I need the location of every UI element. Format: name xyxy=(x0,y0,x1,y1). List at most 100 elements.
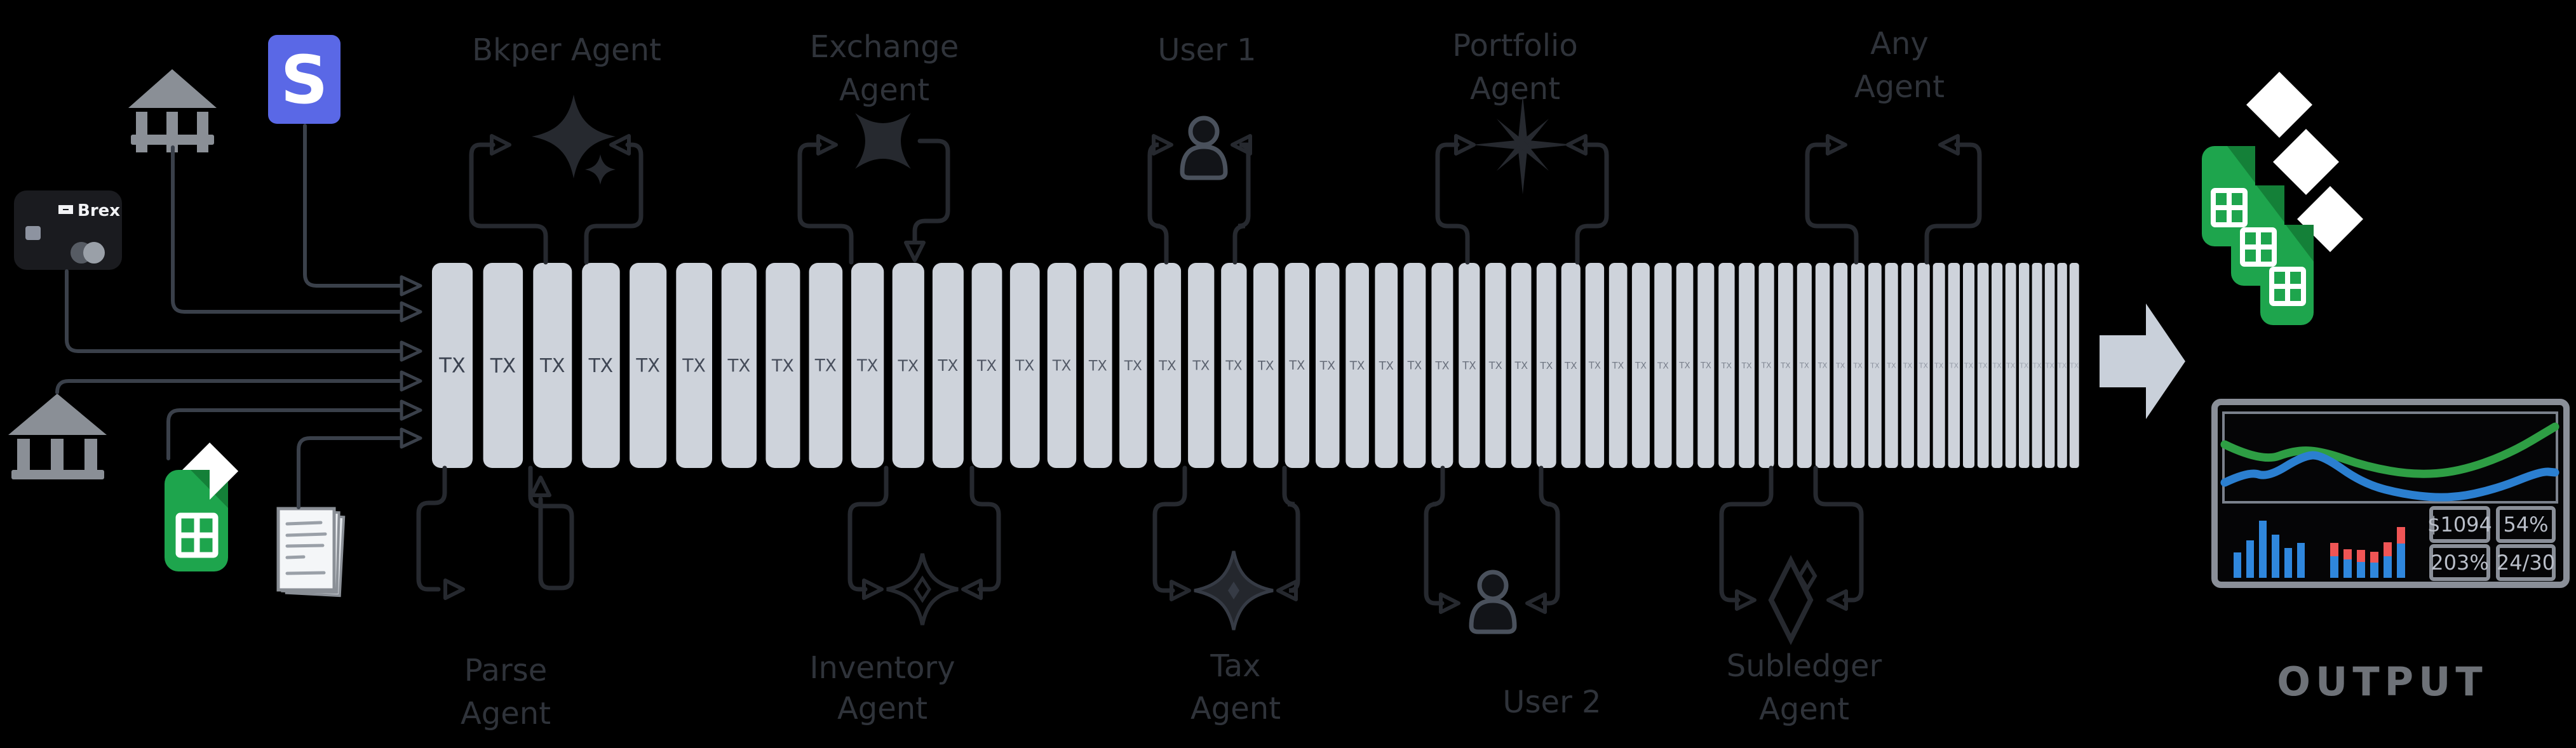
brex-card-icon: Brex xyxy=(14,190,122,270)
tx-card-label: TX xyxy=(2069,361,2079,370)
tx-card xyxy=(1585,263,1605,468)
tx-card-label: TX xyxy=(1678,361,1690,371)
tx-card xyxy=(1536,263,1556,468)
tx-card-label: TX xyxy=(438,354,465,378)
stripe-icon: S xyxy=(268,35,341,124)
subledger-agent-label: Agent xyxy=(1759,691,1849,727)
connector-arrowhead xyxy=(1439,592,1460,614)
bar-stacked-red xyxy=(2343,549,2352,559)
tx-card-label: TX xyxy=(1870,361,1880,370)
tx-card-label: TX xyxy=(1052,358,1072,375)
parse-agent-label: Parse xyxy=(464,653,547,688)
connector-arrowhead xyxy=(1152,134,1173,156)
tx-card xyxy=(1758,263,1774,468)
tx-card xyxy=(1188,263,1215,468)
bar-blue xyxy=(2272,535,2279,578)
tx-card xyxy=(1119,263,1147,468)
tx-card xyxy=(1676,263,1694,468)
tx-card-label: TX xyxy=(1257,358,1274,373)
input-line-stripe xyxy=(303,124,402,288)
tax-agent-icon xyxy=(1194,551,1274,631)
tx-card xyxy=(1631,263,1650,468)
connector-arrowhead xyxy=(862,578,884,600)
agent-connector xyxy=(1813,465,1864,603)
sheets-input-icon xyxy=(165,443,238,571)
tx-card xyxy=(483,263,523,468)
tx-card-label: TX xyxy=(635,355,660,377)
tx-card xyxy=(1932,263,1945,468)
tx-card xyxy=(1697,263,1715,468)
tx-card-label: TX xyxy=(1379,359,1394,373)
tx-card xyxy=(892,263,924,468)
tx-card xyxy=(1375,263,1398,468)
bar-stacked-red xyxy=(2357,550,2365,562)
tx-card-label: TX xyxy=(2057,361,2067,370)
bar-stacked-red xyxy=(2384,542,2392,556)
tx-card-label: TX xyxy=(1564,360,1577,371)
tx-card-label: TX xyxy=(771,356,794,376)
tx-card xyxy=(1316,263,1340,468)
tx-card xyxy=(1833,263,1848,468)
tx-card-label: TX xyxy=(1817,361,1828,370)
big-arrow-icon xyxy=(2100,304,2185,419)
agent-connector xyxy=(1805,142,1859,265)
bar-blue xyxy=(2284,548,2292,578)
agent-connector xyxy=(416,465,447,592)
stripe-letter: S xyxy=(281,41,328,119)
tx-card-label: TX xyxy=(1835,361,1845,370)
agent-connector xyxy=(584,142,644,265)
connector-arrowhead xyxy=(1525,592,1547,614)
tx-card xyxy=(2057,263,2067,468)
user1-agent-icon xyxy=(1180,116,1228,180)
stat-value-percent2: 203% xyxy=(2431,551,2488,575)
tx-card-label: TX xyxy=(1192,358,1210,373)
tx-card-label: TX xyxy=(2032,361,2042,370)
dashboard-stats: $1094 54% 203% 24/30 xyxy=(2427,506,2556,581)
tx-card xyxy=(1561,263,1581,468)
connector-arrowhead xyxy=(1566,134,1588,156)
tx-card-label: TX xyxy=(1124,358,1142,374)
tx-card-label: TX xyxy=(1964,361,1974,370)
tax-agent-label: Tax xyxy=(1210,648,1260,684)
tx-card xyxy=(1885,263,1898,468)
exchange-agent-label: Exchange xyxy=(810,29,959,65)
brex-logo-icon xyxy=(58,205,73,214)
connector-arrowhead xyxy=(904,241,926,262)
tx-card xyxy=(1511,263,1532,468)
tx-card xyxy=(1084,263,1112,468)
portfolio-agent-label: Portfolio xyxy=(1452,28,1577,63)
tx-card xyxy=(721,263,757,468)
stat-box xyxy=(2429,506,2490,543)
tx-card-label: TX xyxy=(588,355,614,377)
tx-card-label: TX xyxy=(1635,361,1647,371)
connector-arrowhead xyxy=(530,476,551,497)
tx-card-label: TX xyxy=(1919,361,1929,370)
tx-card xyxy=(851,263,884,468)
tx-card xyxy=(1431,263,1453,468)
agent-connector xyxy=(1152,465,1187,593)
input-line-brex xyxy=(65,269,402,353)
tx-card xyxy=(1718,263,1735,468)
tx-card-label: TX xyxy=(1462,359,1476,371)
any-agent-label: Any xyxy=(1870,26,1929,62)
input-line-sheets xyxy=(166,408,402,460)
bkper-agent-label: Bkper Agent xyxy=(472,32,661,68)
tx-card-label: TX xyxy=(1225,358,1242,373)
agent-connector xyxy=(1147,142,1169,265)
connector-arrowhead xyxy=(609,134,631,156)
brex-circle-light xyxy=(83,242,105,264)
subledger-agent-label: Subledger xyxy=(1727,648,1882,684)
agent-connector xyxy=(1424,465,1445,606)
tx-card-label: TX xyxy=(1488,359,1502,371)
stat-value-percent1: 54% xyxy=(2503,512,2548,537)
tx-card xyxy=(582,263,620,468)
bar-stacked-blue xyxy=(2343,559,2352,578)
output-section: $1094 54% 203% 24/30 OUTPUT xyxy=(2100,72,2570,705)
